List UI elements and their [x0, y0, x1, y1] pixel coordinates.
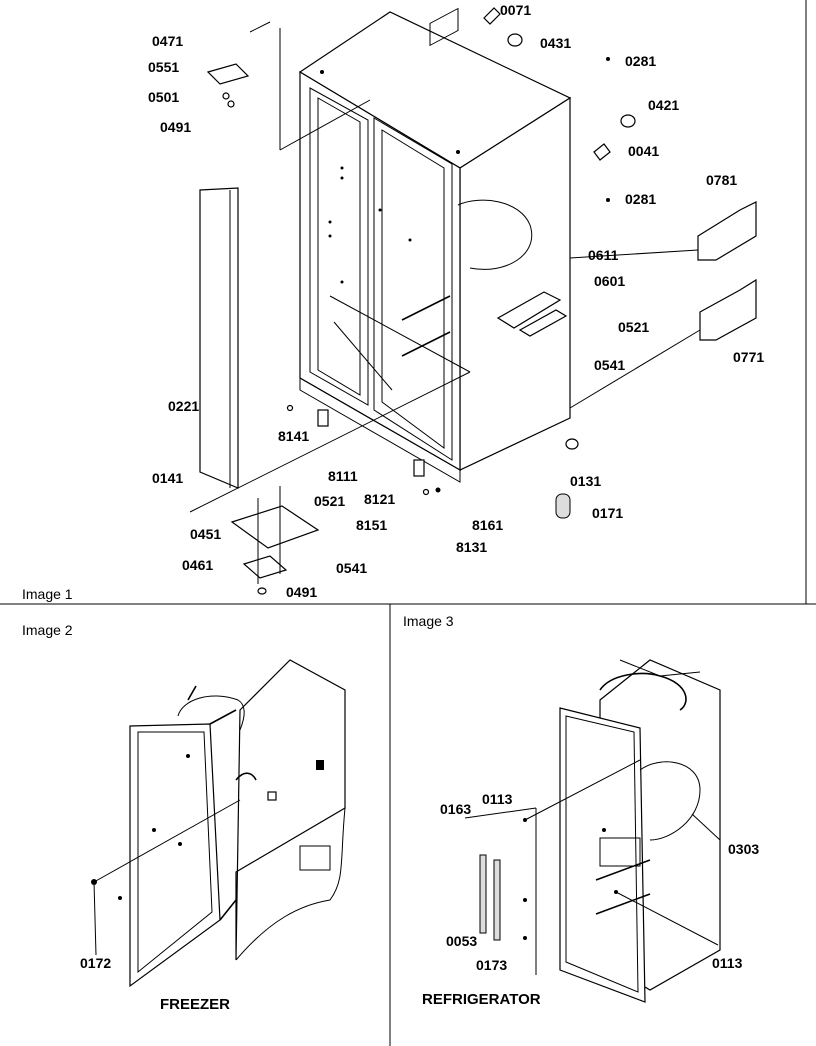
callout-0521-bottom: 0521	[314, 493, 345, 509]
image1-cabinet-drawing	[189, 7, 757, 595]
callout-0421: 0421	[648, 97, 679, 113]
callout-0041: 0041	[628, 143, 659, 159]
image2-title: Image 2	[22, 622, 73, 638]
image2-callouts: Image 2 0172 FREEZER	[22, 622, 230, 1013]
image2-caption: FREEZER	[160, 996, 230, 1013]
callout-0771: 0771	[733, 349, 764, 365]
callout-0131: 0131	[570, 473, 601, 489]
callout-0071: 0071	[500, 2, 531, 18]
image1-callouts: 0071 0431 0281 0421 0041 0281 0781 0611 …	[22, 2, 764, 602]
callout-0173: 0173	[476, 957, 507, 973]
image3-caption: REFRIGERATOR	[422, 991, 541, 1008]
image1-title: Image 1	[22, 586, 73, 602]
callout-0781: 0781	[706, 172, 737, 188]
callout-0431: 0431	[540, 35, 571, 51]
callout-0471: 0471	[152, 33, 183, 49]
callout-8121: 8121	[364, 491, 395, 507]
callout-8141: 8141	[278, 428, 309, 444]
callout-0451: 0451	[190, 526, 221, 542]
callout-0053: 0053	[446, 933, 477, 949]
callout-0171: 0171	[592, 505, 623, 521]
callout-0611: 0611	[588, 247, 619, 263]
image3-title: Image 3	[403, 613, 454, 629]
callout-0491-top: 0491	[160, 119, 191, 135]
callout-0601: 0601	[594, 273, 625, 289]
callout-0541-bottom: 0541	[336, 560, 367, 576]
callout-0281-top: 0281	[625, 53, 656, 69]
callout-8111: 8111	[328, 468, 358, 484]
callout-0491-bottom: 0491	[286, 584, 317, 600]
callout-0541-right: 0541	[594, 357, 625, 373]
callout-0461: 0461	[182, 557, 213, 573]
image2-freezer-drawing	[91, 659, 346, 988]
callout-0221: 0221	[168, 398, 199, 414]
callout-0163: 0163	[440, 801, 471, 817]
callout-0521-right: 0521	[618, 319, 649, 335]
callout-0141: 0141	[152, 470, 183, 486]
callout-8131: 8131	[456, 539, 487, 555]
callout-0501: 0501	[148, 89, 179, 105]
callout-0281-mid: 0281	[625, 191, 656, 207]
callout-0172: 0172	[80, 955, 111, 971]
callout-0303: 0303	[728, 841, 759, 857]
callout-0113-top: 0113	[482, 791, 513, 807]
image3-callouts: Image 3 0163 0113 0303 0053 0173 0113 RE…	[403, 613, 759, 1008]
callout-8151: 8151	[356, 517, 387, 533]
callout-0113-bottom: 0113	[712, 955, 743, 971]
image3-refrigerator-drawing	[464, 659, 721, 1003]
callout-0551: 0551	[148, 59, 179, 75]
callout-8161: 8161	[472, 517, 503, 533]
